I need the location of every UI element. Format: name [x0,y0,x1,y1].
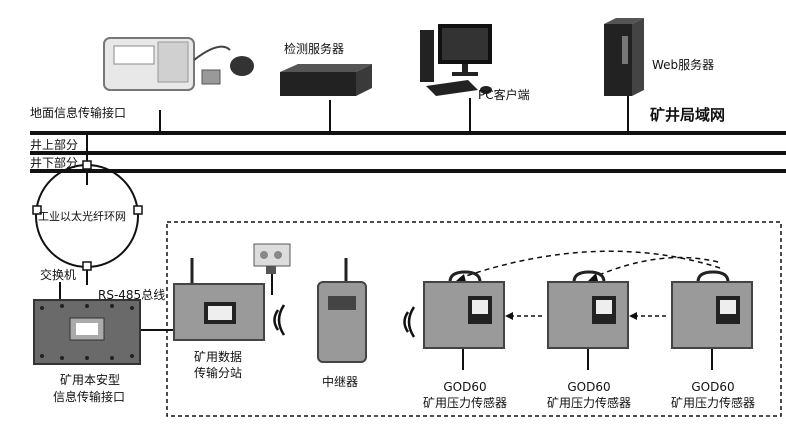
underground-box [166,221,782,417]
repeater-device [317,258,367,363]
substation-label-2: 传输分站 [193,366,242,380]
sensor-name: 矿用压力传感器 [546,396,631,410]
data-substation-device [173,258,265,341]
web-server-device [604,18,644,96]
switch-label: 交换机 [40,268,77,282]
sensor-module-device [253,243,291,274]
pressure-sensor-device [423,270,505,349]
pc-client-device [420,24,492,96]
safe-interface-device [33,299,141,365]
detect-server-device [280,64,372,96]
ground-interface-label: 地面信息传输接口 [30,106,127,120]
above-ground-label: 井上部分 [30,138,79,152]
pressure-sensor-device [547,270,629,349]
sensor-model: GOD60 [443,380,487,394]
ground-interface-device [103,37,254,91]
ring-node [32,205,42,215]
pc-client-label: PC客户端 [478,88,530,102]
ring-node [82,261,92,271]
ethernet-ring-label: 工业以太光纤环网 [38,210,126,223]
web-server-label: Web服务器 [652,58,715,72]
sensor-model: GOD60 [691,380,735,394]
substation-label-1: 矿用数据 [193,350,242,364]
sensor-name: 矿用压力传感器 [670,396,755,410]
ring-node [133,205,143,215]
rs485-label: RS-485总线 [98,288,166,302]
pressure-sensor-device [671,270,753,349]
detect-server-label: 检测服务器 [284,42,345,56]
below-ground-label: 井下部分 [30,156,79,170]
repeater-label: 中继器 [322,375,359,389]
wireless-icon [273,304,286,336]
ring-node [82,160,92,170]
safe-interface-label-2: 信息传输接口 [52,390,125,404]
sensor-model: GOD60 [567,380,611,394]
mine-lan-label: 矿井局域网 [650,106,726,124]
safe-interface-label-1: 矿用本安型 [59,373,120,387]
sensor-name: 矿用压力传感器 [422,396,507,410]
wireless-icon [403,306,416,338]
